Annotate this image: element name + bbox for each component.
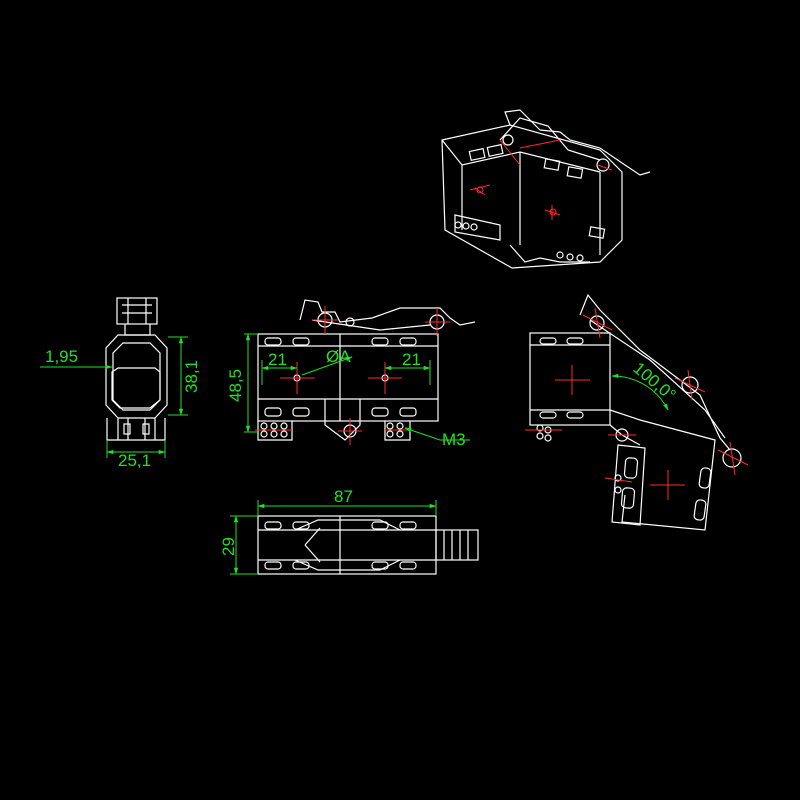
dim-wall-thickness: 1,95 [45,347,78,366]
dim-swing-angle: 100,0° [629,359,679,405]
dim-overall-height: 48,5 [226,369,245,402]
dim-end-width: 25,1 [118,451,151,470]
front-view: 48,5 21 ØA 21 M3 [226,299,476,449]
dim-width: 29 [219,537,238,556]
dim-end-height: 38,1 [182,360,201,393]
dim-screw: M3 [442,430,466,449]
dim-hole-offset-left: 21 [268,350,287,369]
dim-bore: ØA [326,347,351,366]
isometric-view [441,109,651,269]
end-view: 1,95 38,1 25,1 [40,297,201,470]
hinged-view: 100,0° [525,293,749,531]
dim-hole-offset-right: 21 [402,350,421,369]
dim-length: 87 [334,487,353,506]
top-view: 87 29 [219,487,479,575]
